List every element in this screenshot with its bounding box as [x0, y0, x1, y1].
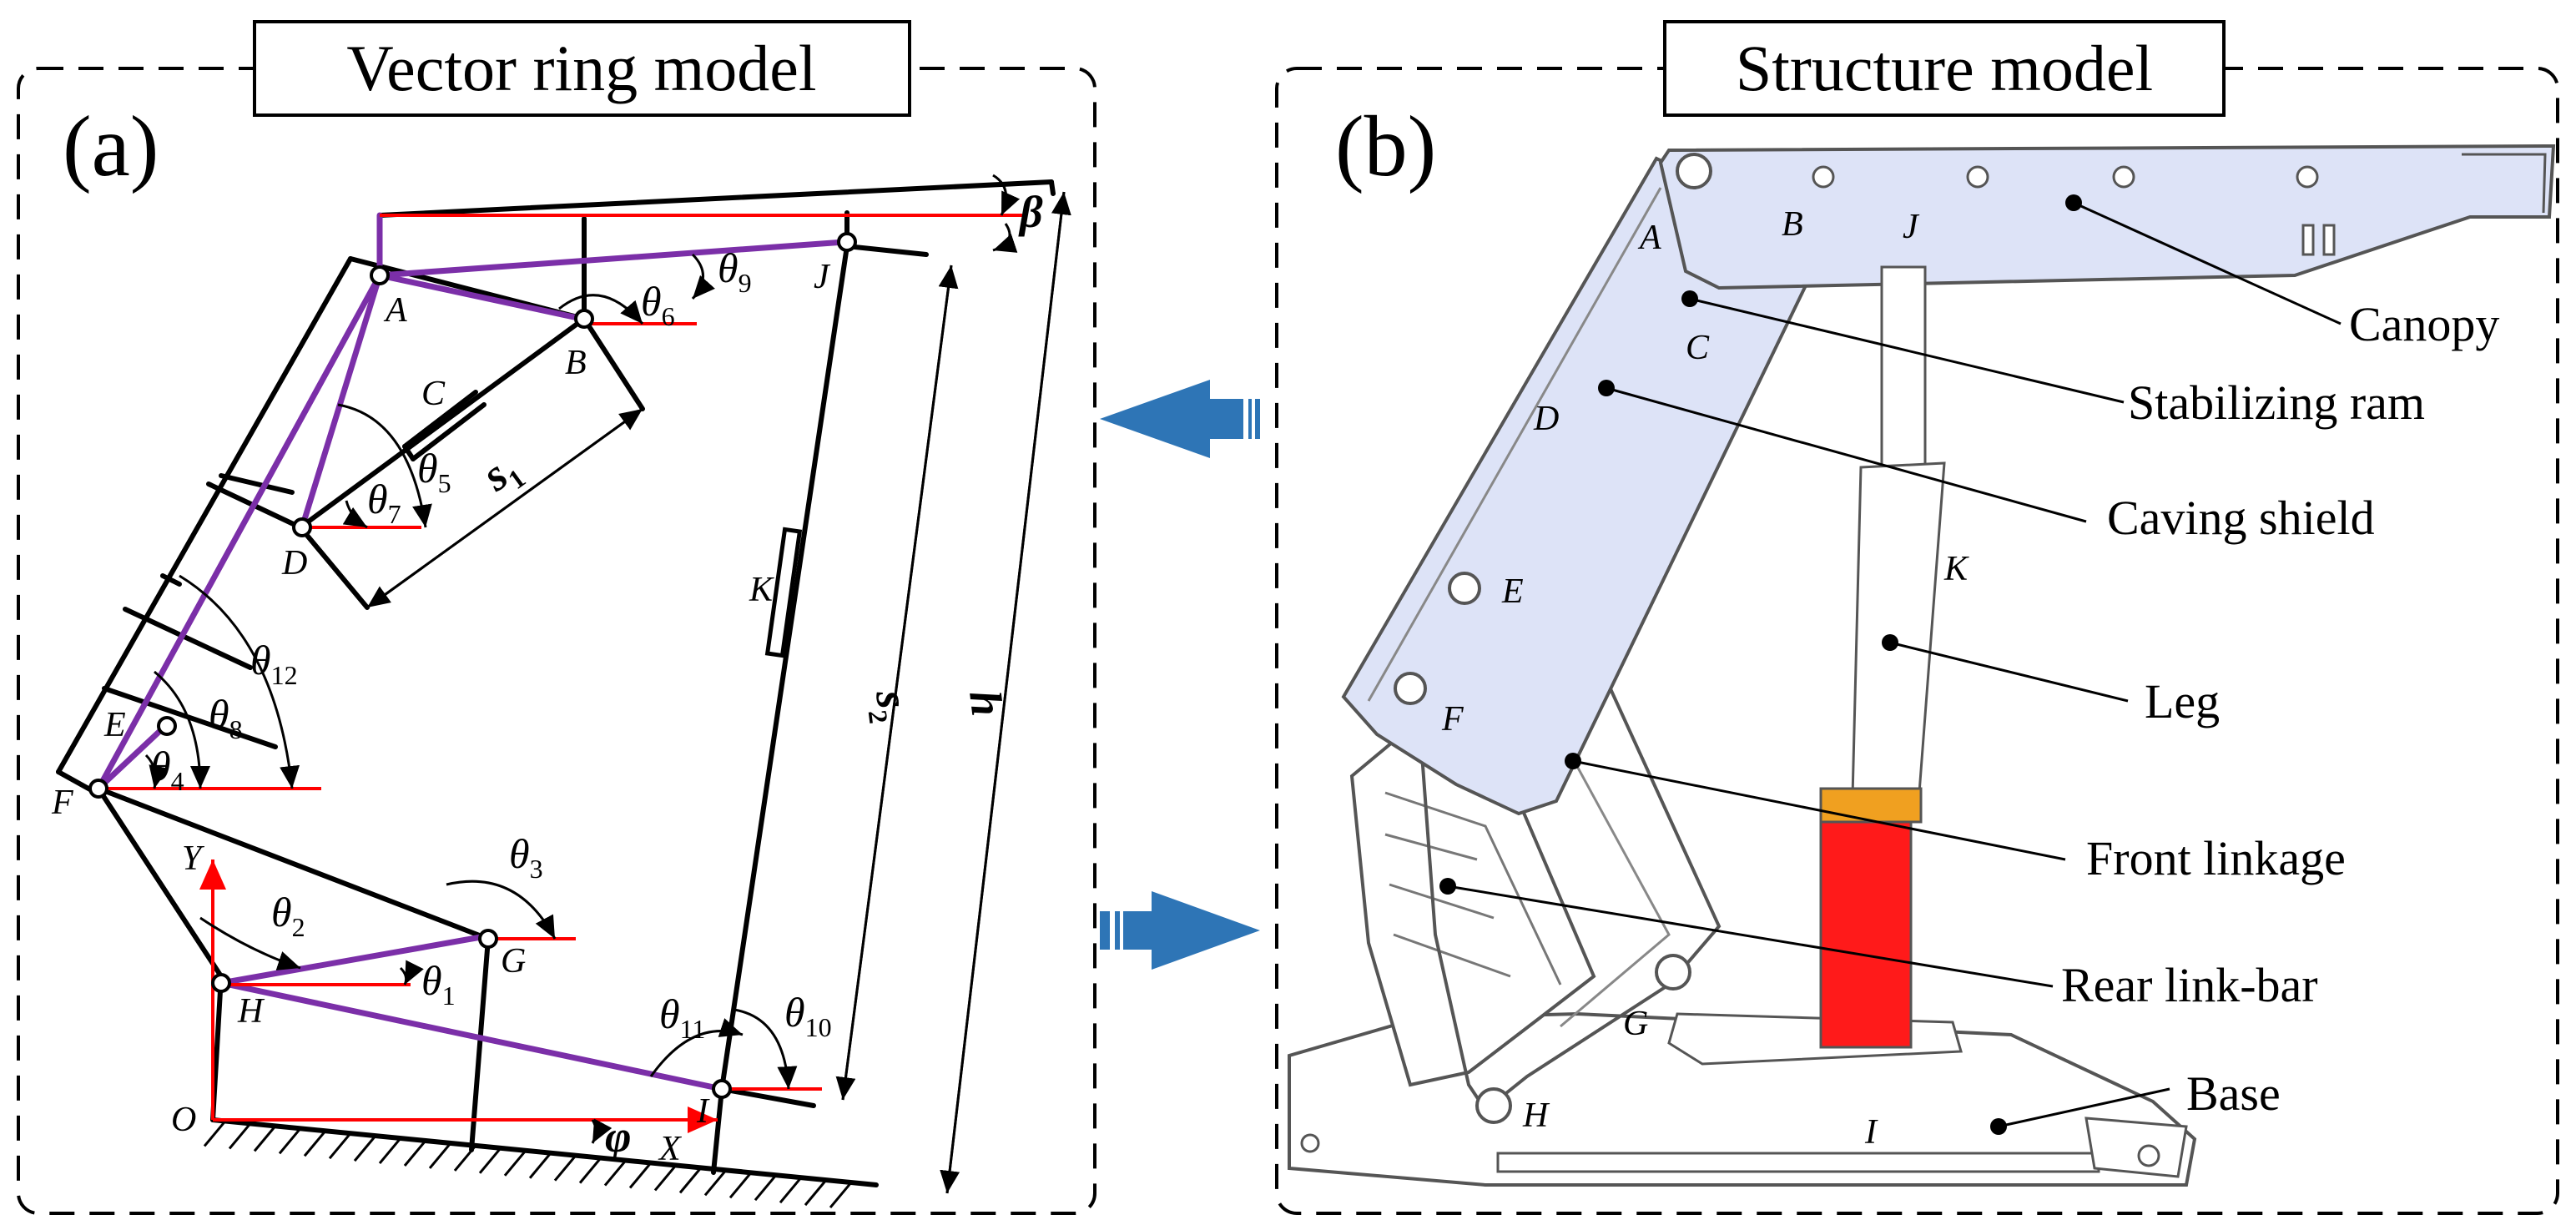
label-j: J	[814, 258, 831, 296]
angle-theta9: θ9	[718, 244, 752, 298]
vector-ring	[95, 212, 848, 1092]
b-label-d: D	[1533, 400, 1559, 438]
label-f: F	[51, 784, 73, 822]
joint-a	[370, 265, 390, 285]
callout-base: Base	[2186, 1066, 2281, 1121]
label-h: H	[237, 992, 265, 1031]
joints-b	[1394, 153, 1712, 1124]
joints	[88, 232, 857, 1099]
angle-phi: φ	[605, 1112, 632, 1162]
callout-front-linkage: Front linkage	[2086, 831, 2346, 885]
callout-stabilizing-ram: Stabilizing ram	[2128, 376, 2425, 430]
panel-b-title-box	[1663, 20, 2226, 117]
b-label-k: K	[1943, 550, 1969, 588]
angle-theta10: θ10	[784, 989, 832, 1042]
dimension-s2: s2	[860, 687, 920, 725]
b-label-h: H	[1522, 1096, 1550, 1135]
joint-i	[712, 1079, 732, 1099]
angle-theta3: θ3	[509, 830, 543, 884]
panel-b-tag: (b)	[1335, 98, 1436, 194]
label-k: K	[749, 571, 774, 609]
panel-b-title: Structure model	[1736, 32, 2153, 104]
b-label-b: B	[1782, 205, 1803, 244]
joint-h	[211, 973, 231, 993]
b-label-i: I	[1864, 1113, 1878, 1152]
joint-e	[157, 716, 177, 736]
angle-theta6: θ6	[641, 278, 675, 331]
panel-a: Vector ring model (a)	[17, 20, 1096, 1215]
angle-theta5: θ5	[417, 445, 451, 498]
reference-lines	[98, 214, 1022, 1133]
b-label-e: E	[1501, 572, 1524, 611]
b-label-f: F	[1441, 700, 1464, 739]
b-label-c: C	[1686, 329, 1710, 367]
label-x: X	[658, 1130, 683, 1168]
mechanism-links	[56, 179, 1056, 1175]
panel-b: Structure model (b)	[1275, 20, 2559, 1215]
label-g: G	[501, 942, 526, 980]
b-label-j: J	[1903, 208, 1920, 246]
angle-theta7: θ7	[367, 476, 401, 529]
panel-a-frame	[17, 67, 1096, 1215]
panel-a-tag: (a)	[63, 98, 159, 194]
panel-a-title: Vector ring model	[346, 32, 816, 104]
callout-leg: Leg	[2145, 674, 2220, 728]
joint-g	[478, 929, 498, 949]
arrow-left	[1100, 380, 1260, 458]
leg-symbol	[764, 527, 803, 658]
panel-a-title-box	[253, 20, 911, 117]
angle-theta1: θ1	[421, 957, 456, 1011]
b-label-a: A	[1637, 219, 1661, 257]
ground-hatch	[203, 1117, 879, 1209]
joint-j	[837, 232, 857, 252]
angle-theta4: θ4	[150, 743, 184, 796]
angle-theta2: θ2	[271, 889, 305, 942]
label-o: O	[171, 1101, 196, 1139]
dimension-lines	[366, 191, 1071, 1194]
callout-canopy: Canopy	[2349, 297, 2499, 351]
b-label-g: G	[1623, 1005, 1648, 1043]
label-y: Y	[182, 839, 205, 878]
angle-theta11: θ11	[659, 991, 705, 1044]
leg-part	[1819, 265, 1946, 1049]
angle-arcs	[144, 174, 1021, 1144]
callout-rear-link-bar: Rear link-bar	[2061, 958, 2318, 1012]
callout-leaders	[1439, 194, 2342, 1135]
label-d: D	[281, 544, 307, 582]
label-c: C	[421, 375, 446, 413]
angle-beta: β	[1018, 187, 1043, 237]
label-i: I	[696, 1092, 710, 1131]
angle-theta8: θ8	[209, 691, 243, 744]
joint-d	[292, 517, 312, 537]
label-b: B	[565, 344, 587, 382]
label-e: E	[103, 706, 126, 744]
stabilizing-ram-symbol	[402, 390, 486, 461]
callout-caving-shield: Caving shield	[2107, 491, 2375, 545]
joint-b	[574, 309, 594, 329]
transition-arrows	[1100, 380, 1260, 970]
label-a: A	[383, 291, 407, 330]
angle-theta12: θ12	[250, 637, 298, 690]
joint-f	[88, 779, 108, 799]
arrow-right	[1100, 891, 1260, 970]
dimension-h: h	[960, 688, 1012, 718]
base-part	[1288, 1011, 2197, 1187]
